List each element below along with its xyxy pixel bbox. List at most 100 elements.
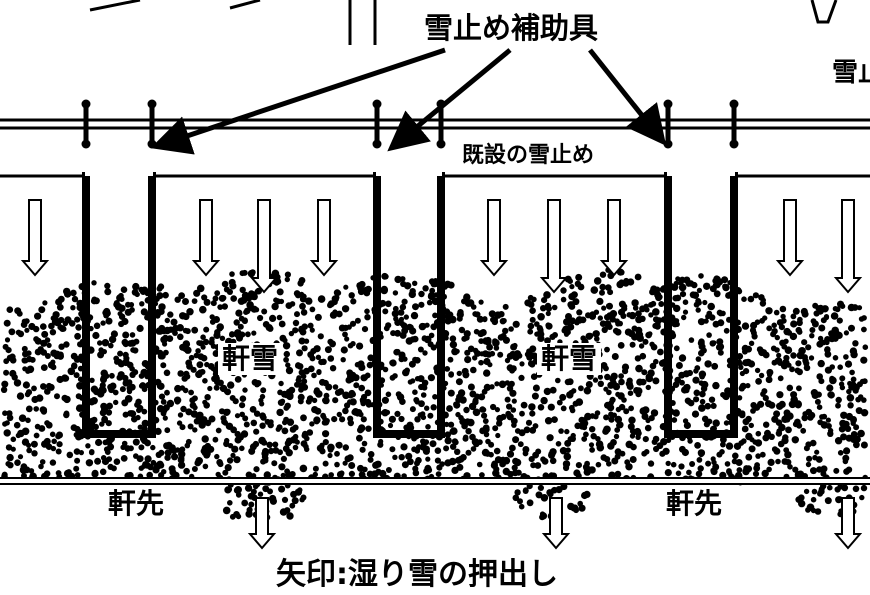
snow-dot <box>832 355 839 361</box>
snow-dot <box>394 410 401 417</box>
snow-dot <box>559 393 567 401</box>
snow-dot <box>697 465 704 472</box>
snow-dot <box>569 435 576 442</box>
snow-dot <box>46 342 52 348</box>
snow-dot <box>835 402 841 409</box>
snow-dot <box>427 412 434 419</box>
snow-dot <box>189 397 196 404</box>
snow-dot <box>220 415 227 422</box>
snow-dot <box>675 362 683 369</box>
snow-dot <box>853 441 860 449</box>
down-arrow-icon <box>20 199 50 277</box>
snow-dot <box>64 290 72 298</box>
snow-dot <box>447 281 455 289</box>
snow-dot <box>395 348 401 355</box>
snow-dot <box>176 420 183 426</box>
snow-dot <box>179 312 187 320</box>
snow-dot <box>56 441 63 448</box>
snow-dot <box>748 422 754 429</box>
snow-dot <box>311 372 317 379</box>
snow-dot <box>163 369 171 377</box>
snow-dot <box>492 316 498 323</box>
snow-dot <box>580 417 588 425</box>
snow-dot <box>359 446 366 453</box>
snow-dot <box>457 455 465 463</box>
snow-dot <box>126 340 134 347</box>
snow-dot <box>455 411 461 418</box>
snow-dot <box>828 330 835 337</box>
snow-dot <box>645 384 651 391</box>
snow-dot <box>775 458 781 465</box>
snow-dot <box>678 463 685 470</box>
snow-dot <box>49 459 57 466</box>
snow-dot <box>551 304 558 311</box>
snow-dot <box>104 310 111 317</box>
snow-dot <box>76 382 84 390</box>
snow-dot <box>599 289 605 296</box>
snow-dot <box>394 275 402 284</box>
snow-dot <box>414 376 421 382</box>
snow-dot <box>334 461 340 468</box>
snow-dot <box>401 461 409 469</box>
snow-dot <box>124 308 132 316</box>
snow-dot <box>22 366 28 372</box>
snow-dot <box>101 349 107 355</box>
snow-dot <box>392 305 399 312</box>
snow-dot <box>723 327 730 334</box>
snow-dot <box>422 447 430 455</box>
snow-dot <box>803 364 811 372</box>
snow-dot <box>608 411 614 418</box>
snow-dot <box>476 461 483 468</box>
snow-dot <box>410 311 419 320</box>
snow-dot <box>305 297 313 305</box>
snow-dot <box>182 345 190 353</box>
push-out-arrow-icon <box>833 497 863 550</box>
snow-dot <box>860 441 868 449</box>
snow-dot <box>279 508 288 516</box>
snow-dot <box>239 411 245 418</box>
snow-dot <box>481 388 488 395</box>
snow-dot <box>74 472 81 478</box>
snow-dot <box>285 362 291 368</box>
snow-dot <box>453 439 459 446</box>
snow-dot <box>578 385 584 392</box>
snow-dot <box>29 356 36 363</box>
snow-dot <box>454 448 461 455</box>
snow-dot <box>374 460 382 468</box>
snow-dot <box>558 428 564 434</box>
snow-dot <box>457 309 464 316</box>
snow-dot <box>100 320 106 326</box>
snow-dot <box>770 331 777 338</box>
snow-dot <box>117 371 125 379</box>
snow-dot <box>367 354 375 362</box>
snow-dot <box>95 438 103 447</box>
snow-dot <box>672 295 679 302</box>
snow-dot <box>418 383 425 391</box>
snow-dot <box>128 302 135 308</box>
snow-dot <box>840 411 848 419</box>
snow-dot <box>784 416 791 423</box>
snow-dot <box>455 378 463 386</box>
snow-dot <box>636 378 644 386</box>
snow-dot <box>360 374 368 382</box>
snow-dot <box>425 456 431 462</box>
snow-dot <box>425 466 433 474</box>
snow-dot <box>66 451 74 459</box>
snow-dot <box>34 348 42 356</box>
snow-dot <box>694 365 701 371</box>
snow-dot <box>741 296 747 303</box>
snow-dot <box>129 410 137 418</box>
snow-dot <box>327 452 333 459</box>
snow-dot <box>113 458 121 466</box>
snow-dot <box>652 377 660 385</box>
snow-dot <box>493 345 500 351</box>
snow-dot <box>803 488 810 495</box>
snow-dot <box>241 499 249 507</box>
snow-dot <box>482 418 489 424</box>
snow-dot <box>327 355 335 362</box>
snow-dot <box>185 408 193 416</box>
snow-dot <box>444 366 451 372</box>
snow-dot <box>114 303 123 311</box>
snow-dot <box>820 421 827 427</box>
snow-dot <box>349 320 357 327</box>
